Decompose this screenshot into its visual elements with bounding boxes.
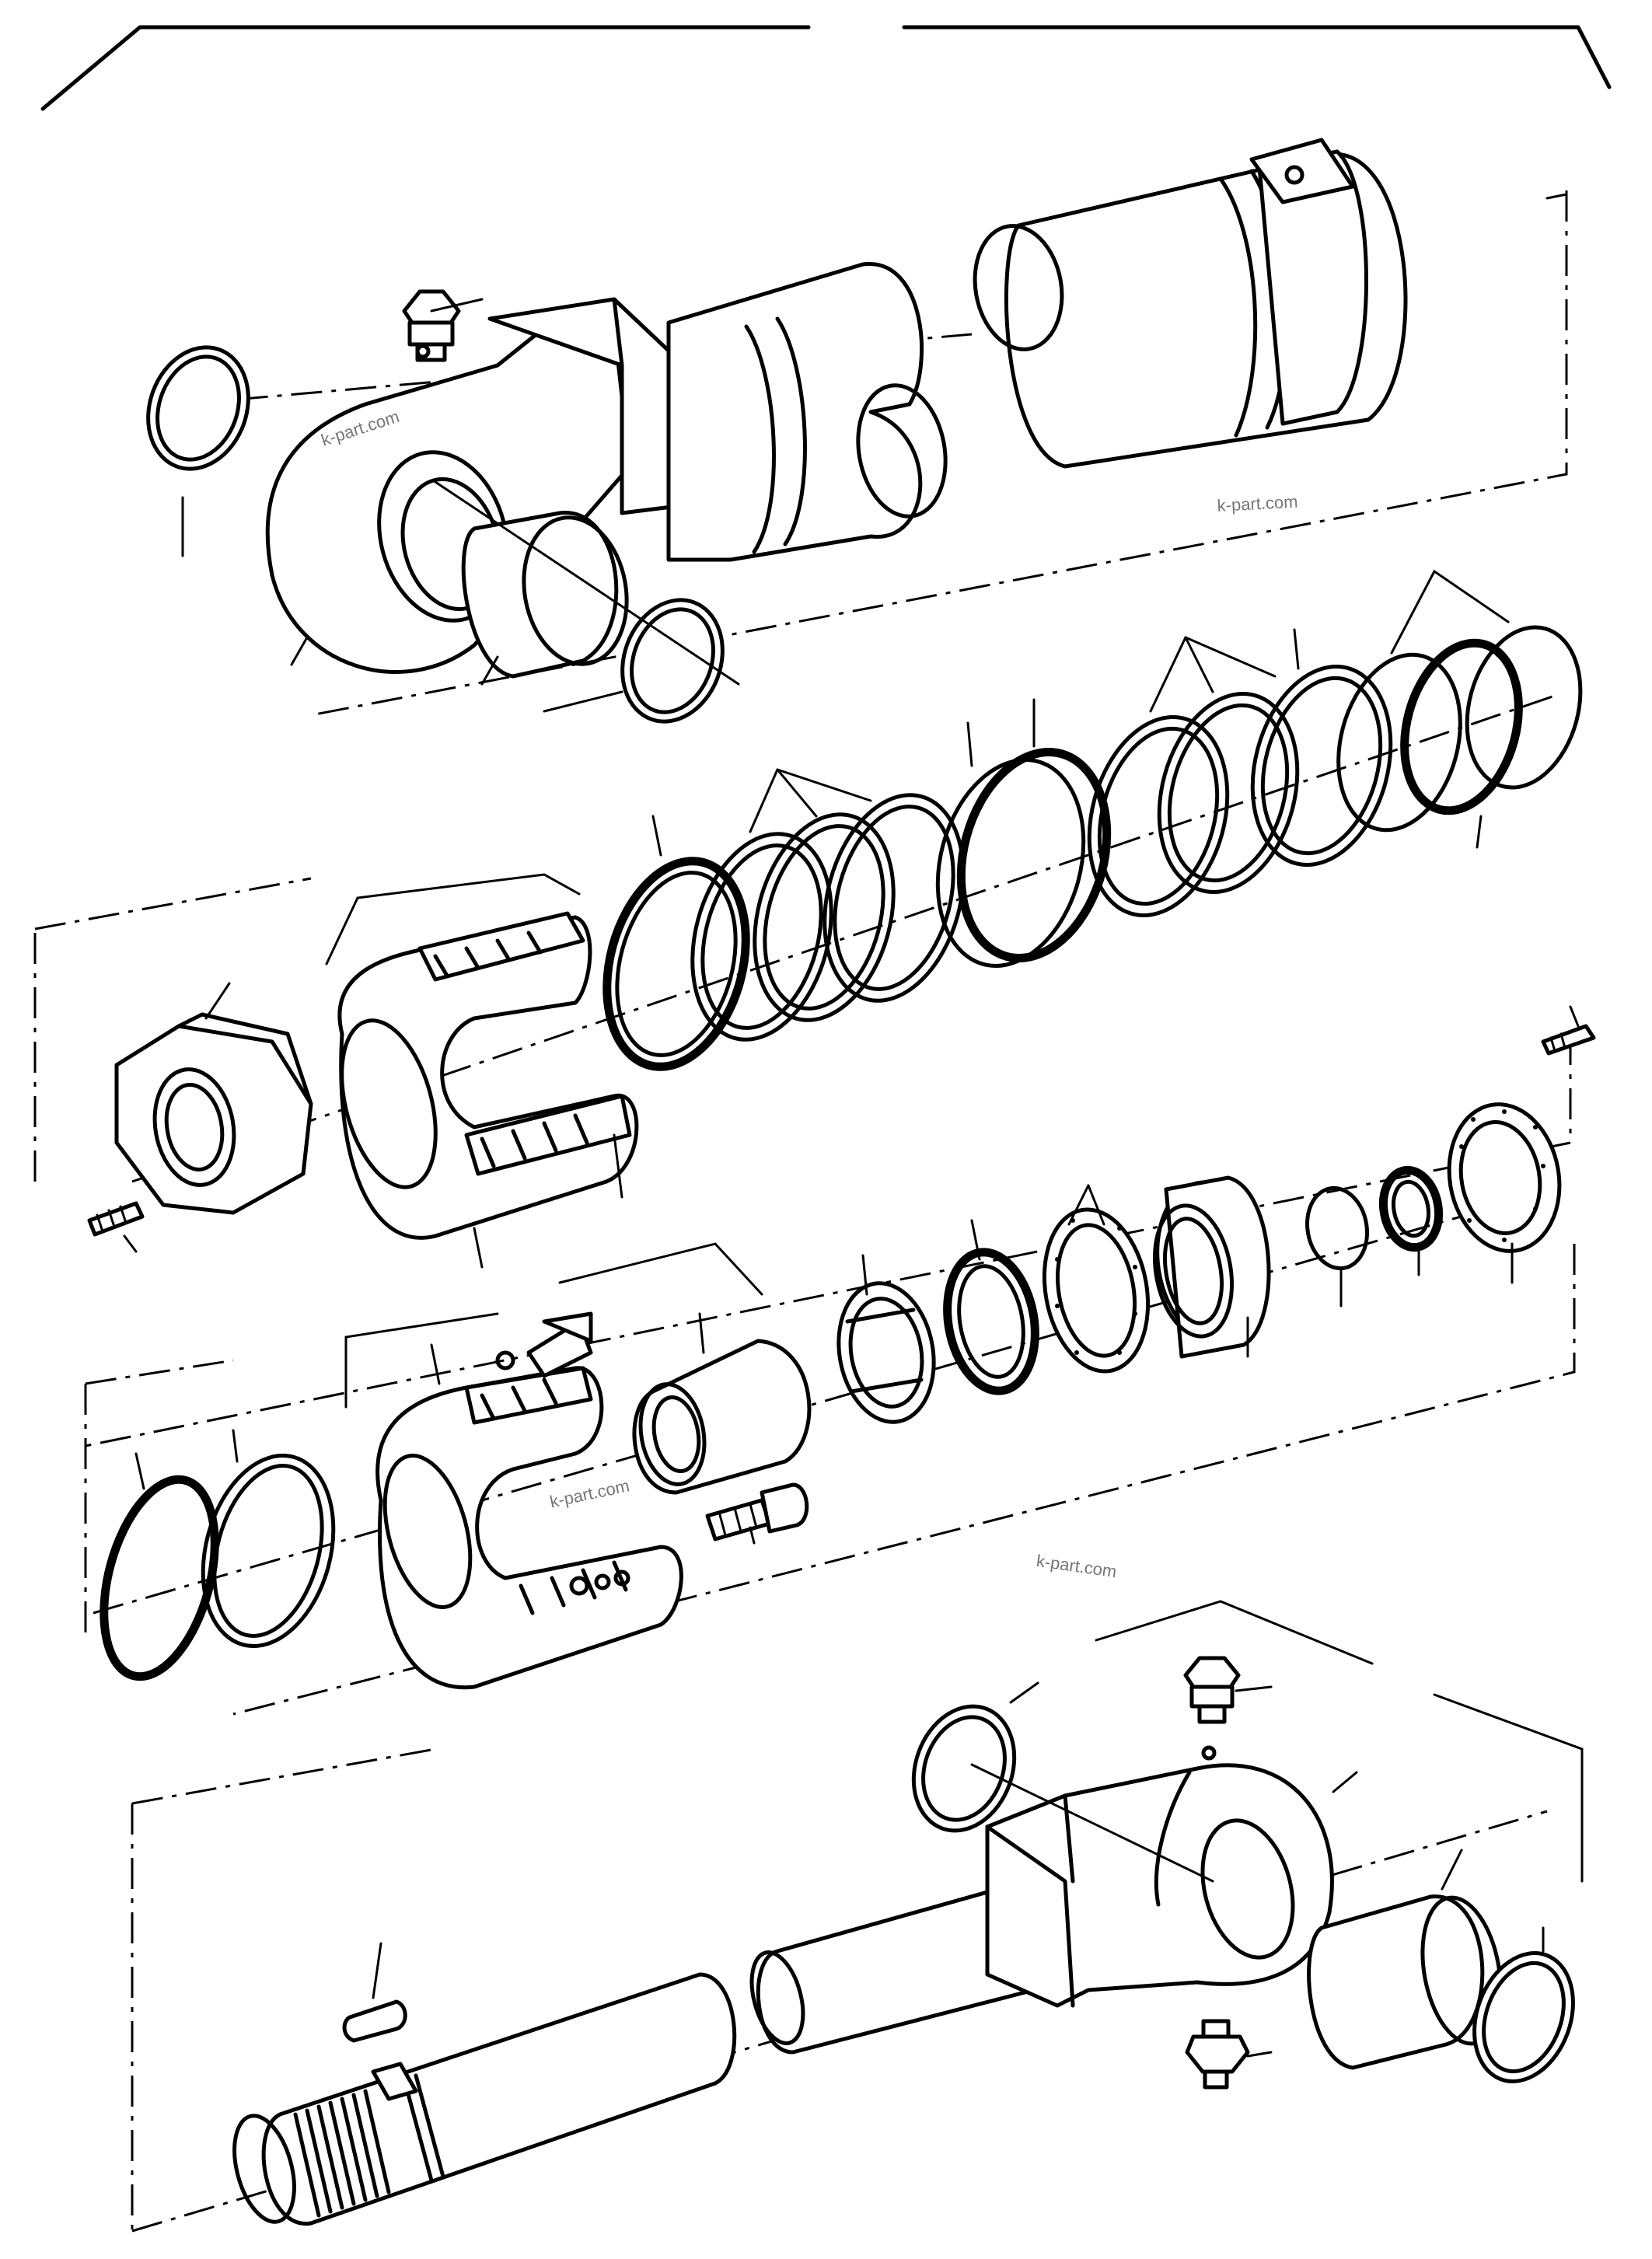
backup-ring <box>1465 625 1583 790</box>
leader-line <box>134 1452 145 1490</box>
ring-o <box>602 857 750 1071</box>
wear-ring <box>823 793 966 1003</box>
cylinder-tube-end <box>973 138 1568 469</box>
wiper-ring <box>943 1219 1039 1395</box>
o-ring-small <box>1305 1185 1369 1271</box>
rod-seal <box>836 1254 936 1424</box>
piston-rings-row <box>33 570 1596 1447</box>
wear-ring <box>1087 715 1230 917</box>
leader-line <box>290 636 309 666</box>
rod-thread <box>293 2089 391 2218</box>
piston-cutaway <box>325 873 639 1269</box>
grease-nipple-top <box>402 289 484 362</box>
seal-ring <box>620 598 725 724</box>
flange-plate <box>1042 1184 1151 1374</box>
seal-ring <box>146 345 250 471</box>
gland-cutaway <box>344 1242 763 1690</box>
bolt <box>705 1482 809 1545</box>
row1-return-line <box>310 190 1568 717</box>
piston-seal <box>956 748 1112 962</box>
rod-eye <box>985 1763 1358 2008</box>
leader-line <box>543 690 623 713</box>
guide-bushing <box>632 1312 812 1495</box>
axis-line-eye <box>434 480 740 686</box>
piston-rod <box>232 1972 737 2226</box>
set-screw-right <box>1541 1005 1596 1056</box>
bushing-rod <box>1307 1849 1503 2070</box>
backup-ring <box>1336 652 1462 833</box>
barrel-tube <box>666 262 948 562</box>
set-screw-left <box>87 1201 145 1253</box>
piston-grooves <box>433 930 589 1168</box>
top-frame <box>40 25 1612 111</box>
gland-row <box>84 1102 1576 1716</box>
grease-nipple-bottom-rod <box>1185 2019 1273 2090</box>
wear-ring <box>753 812 896 1022</box>
end-flange <box>1447 1102 1562 1284</box>
leader-line <box>232 1429 239 1463</box>
watermark-text: k-part.com <box>1217 491 1299 515</box>
barrel-eye-end <box>265 297 686 674</box>
wiper-ring-small <box>1378 1165 1444 1276</box>
gland-flange <box>1152 1175 1271 1359</box>
row2-leaders <box>651 570 1510 857</box>
grease-nipple-top-rod <box>1183 1656 1273 1761</box>
wear-ring <box>1157 692 1300 894</box>
castle-nut <box>114 982 313 1215</box>
bushing <box>461 511 629 686</box>
key-pin <box>342 1942 407 2043</box>
piston-seal-rings <box>602 625 1583 1071</box>
leader-line <box>480 655 499 686</box>
ring-o <box>1400 638 1523 815</box>
row2-axis-line <box>131 694 1556 1183</box>
piston-rod-row <box>131 1600 1584 2239</box>
retaining-ring <box>201 1453 336 1649</box>
snap-ring <box>100 1475 219 1681</box>
row3-axis-line <box>93 1188 1556 1615</box>
wear-ring <box>1250 665 1393 867</box>
piston-seal <box>935 758 1086 968</box>
row3-return-line <box>232 1244 1576 1716</box>
cylinder-body-row <box>146 138 1568 724</box>
mark-circle-icon <box>1284 165 1304 185</box>
wear-ring <box>690 832 833 1042</box>
